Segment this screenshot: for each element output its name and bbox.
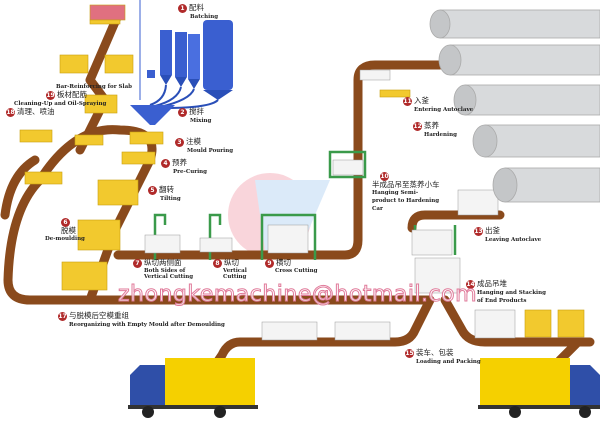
- batching-silos: [130, 0, 233, 125]
- conveyor-tracks: [0, 10, 595, 395]
- autoclaves: [429, 9, 600, 203]
- mixer: [130, 105, 175, 125]
- truck-left: [128, 358, 258, 418]
- truck-right: [478, 358, 600, 418]
- moulds: [19, 4, 585, 338]
- block-stacks: [144, 69, 516, 341]
- email-watermark: zhongkemachine@hotmail.com: [117, 282, 478, 307]
